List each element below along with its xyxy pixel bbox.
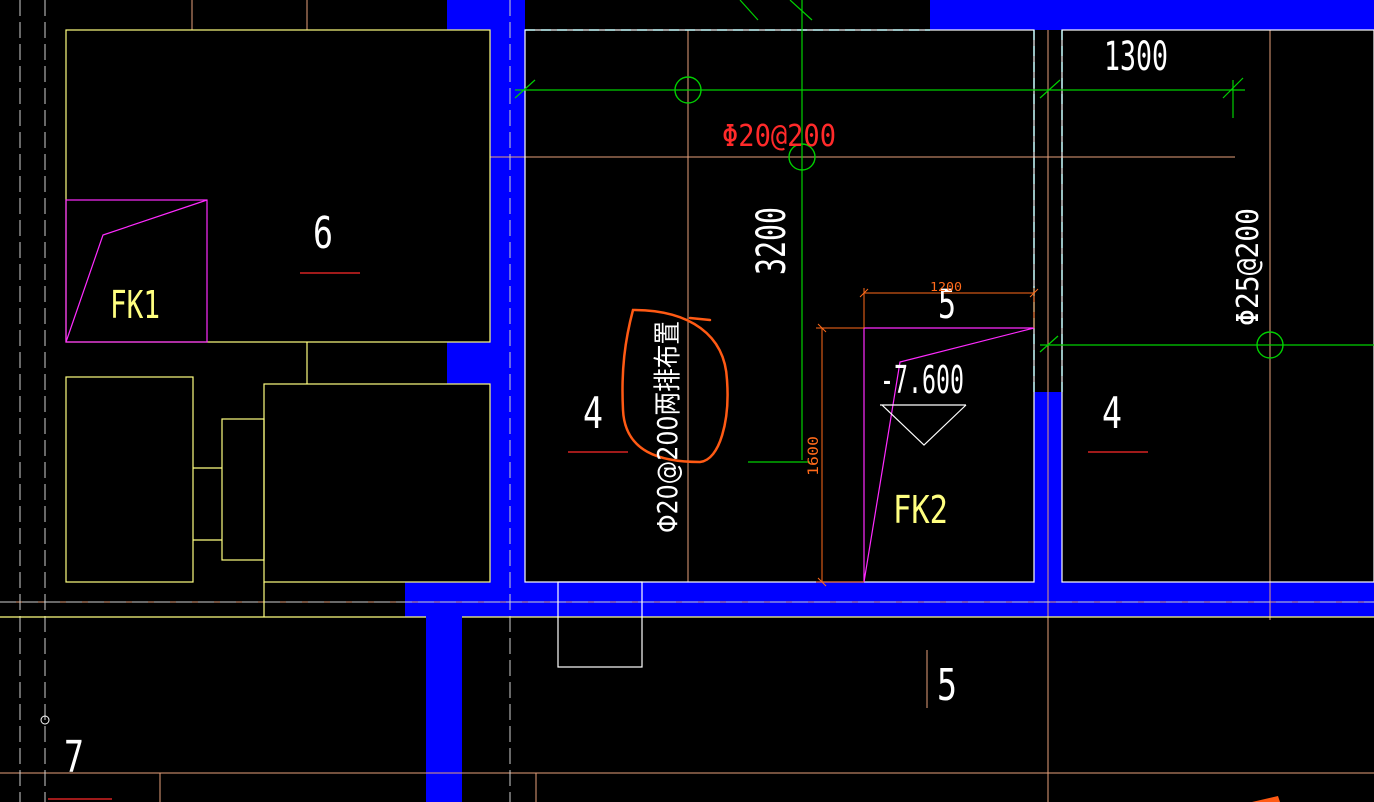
rebar-vertical-right-label: Φ25@200: [1231, 208, 1266, 326]
room-number-4-left: 4: [583, 388, 603, 439]
dim-1300: 1300: [1104, 34, 1168, 80]
axis-node-marker: [40, 715, 50, 725]
rebar-lines: [514, 0, 1374, 463]
room-number-5-lower: 5: [937, 660, 957, 711]
fk2-label: FK2: [893, 488, 948, 532]
markup-fragment: [1252, 796, 1280, 802]
pit-dimension-lines: [816, 288, 1039, 587]
rebar-markers: [674, 76, 1284, 359]
dim-1600: 1600: [806, 436, 822, 476]
level-marker-triangle: [880, 404, 967, 446]
markup-circle: [621, 308, 729, 464]
room-number-7: 7: [64, 732, 84, 783]
dim-1600-group: 1600: [806, 436, 822, 476]
rebar-vertical-right-group: Φ25@200: [1231, 208, 1266, 326]
room-number-4-right: 4: [1102, 388, 1122, 439]
rebar-vertical-left-label: Φ20@200两排布置: [651, 321, 684, 533]
level-label: -7.600: [880, 358, 964, 402]
dim-3200-group: 3200: [749, 207, 795, 275]
fk1-label: FK1: [110, 283, 160, 327]
room-number-underlines: [48, 272, 1148, 800]
rebar-vertical-left-group: Φ20@200两排布置: [651, 321, 684, 533]
dim-3200: 3200: [749, 207, 795, 275]
fk1-pit-outline: [65, 199, 208, 343]
room-number-5-upper: 5: [938, 282, 956, 328]
room-outlines: [0, 29, 1374, 618]
rebar-horizontal-label: Φ20@200: [722, 119, 836, 154]
room-number-6: 6: [313, 208, 333, 259]
dim-1200: 1200: [930, 280, 962, 294]
